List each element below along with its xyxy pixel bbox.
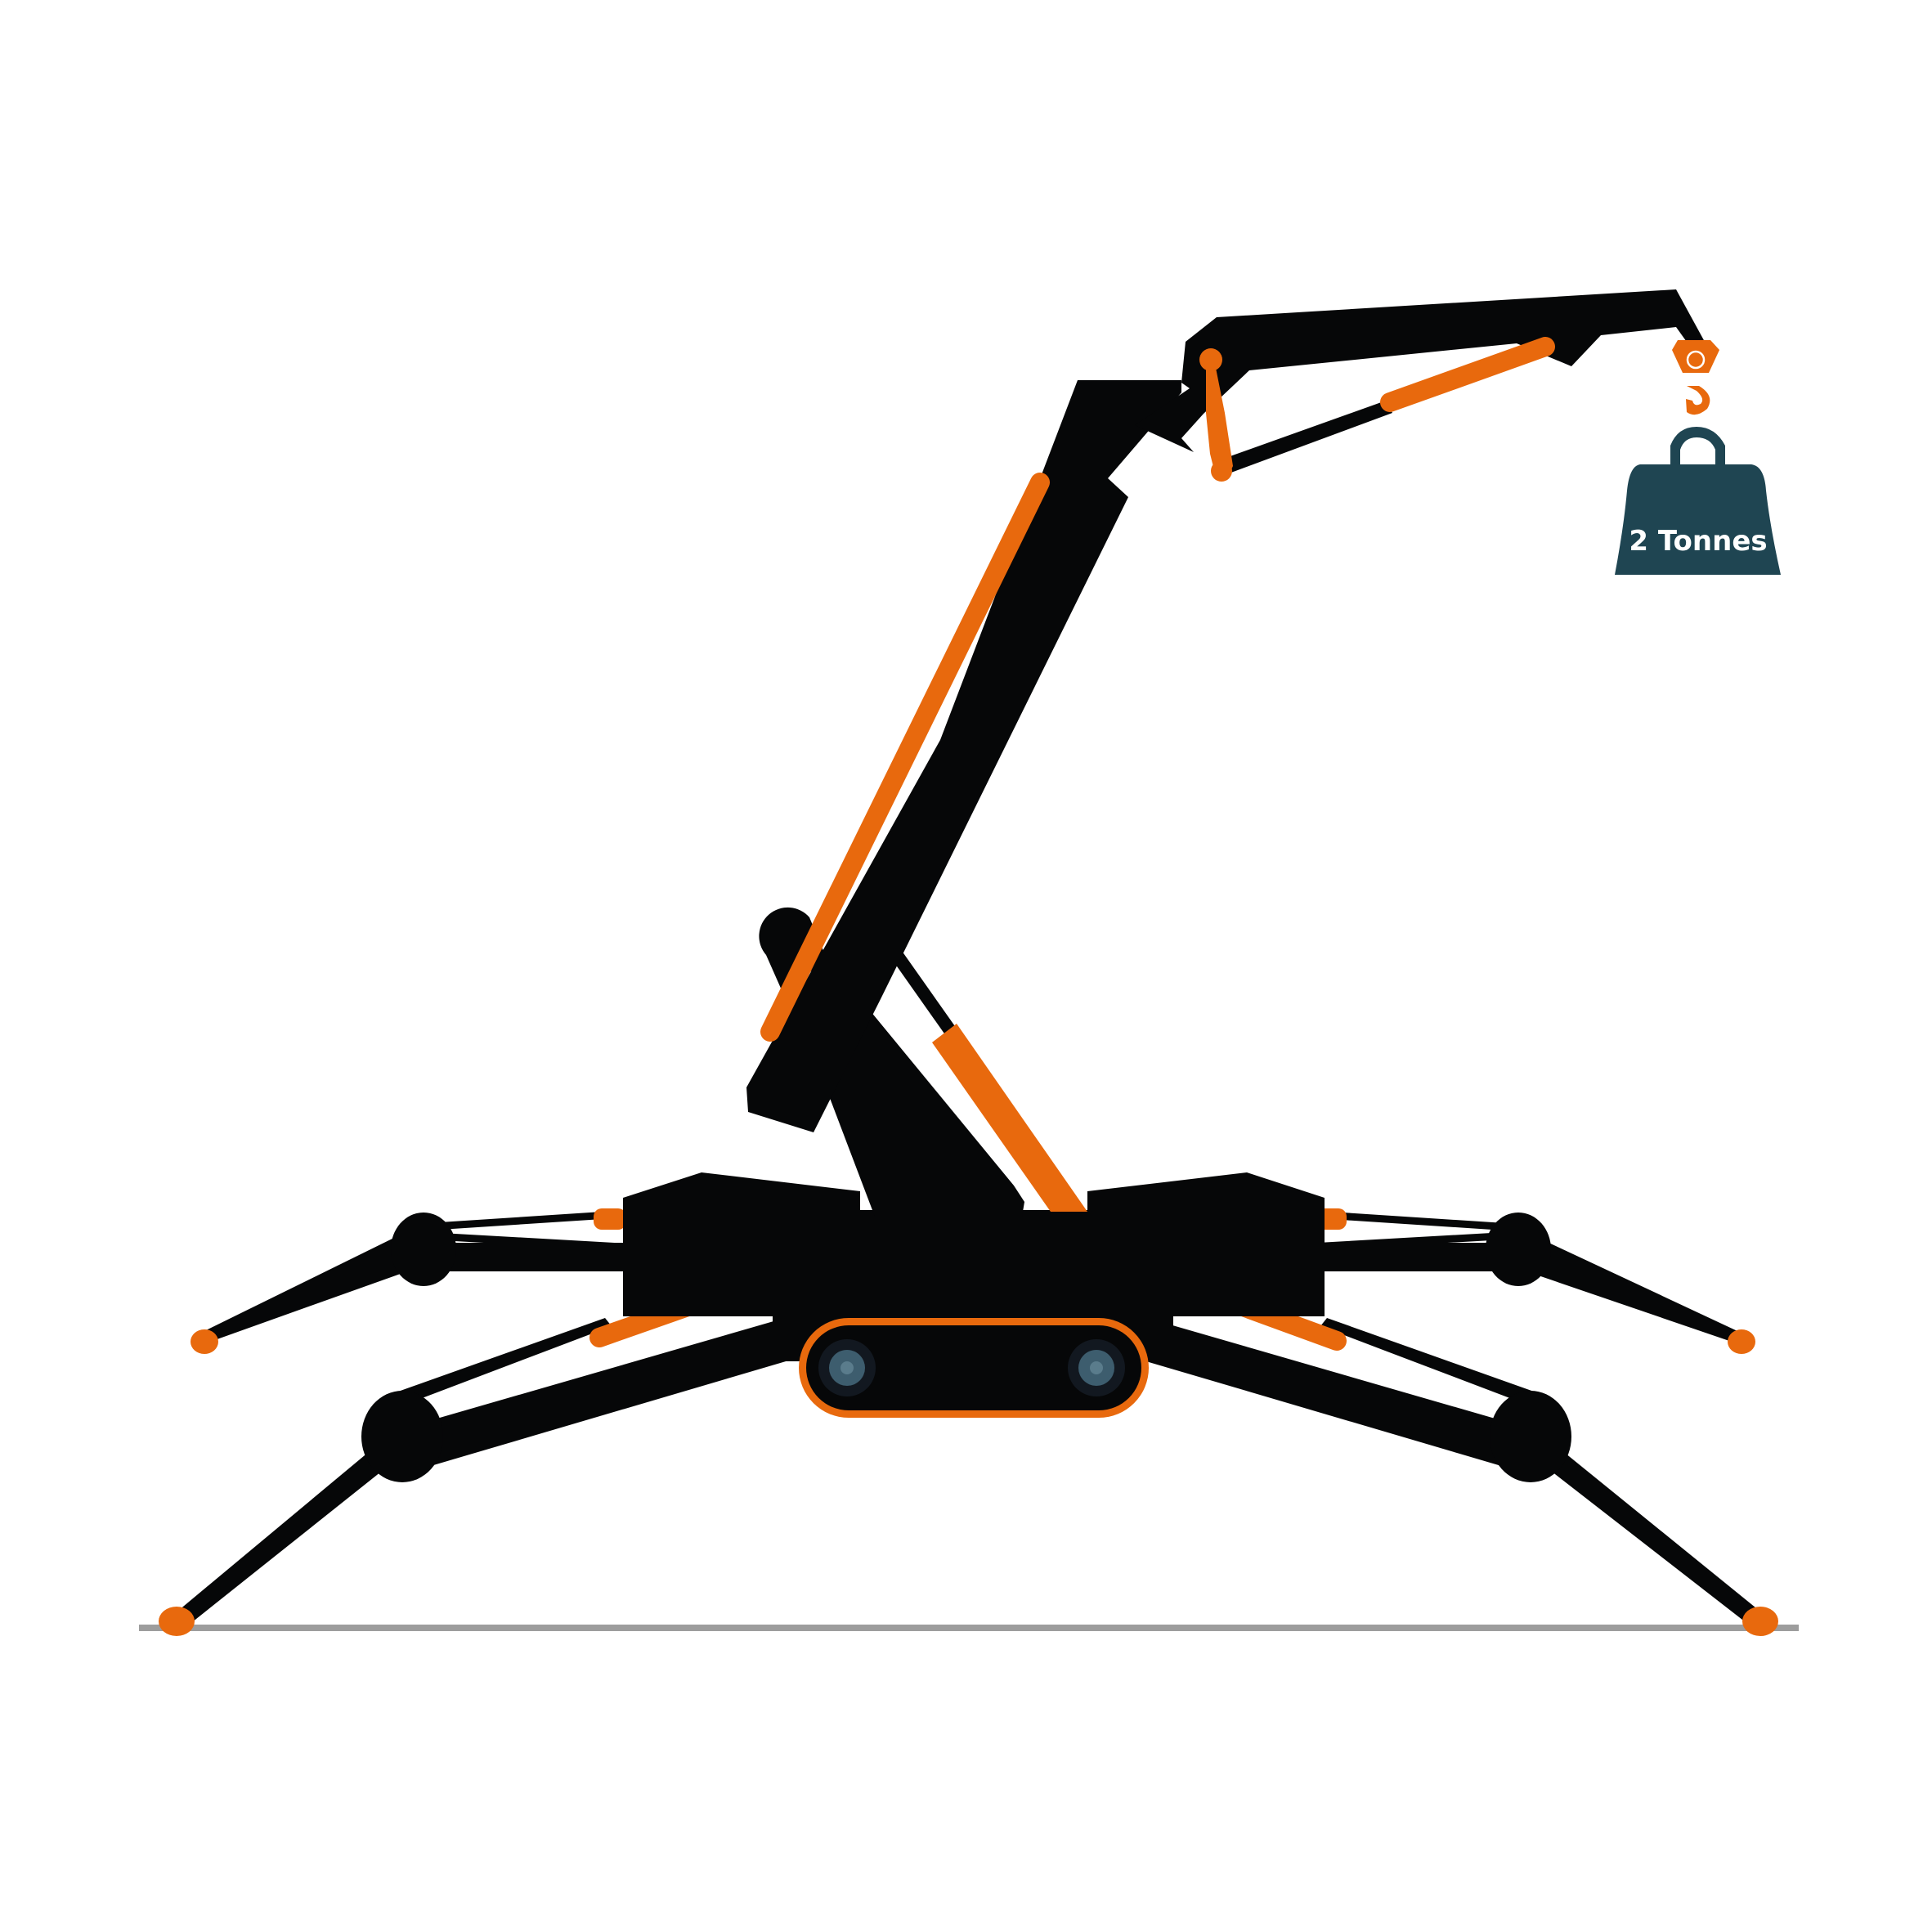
hook-assembly [1672,340,1719,415]
lower-right-outrigger-beam [1127,1318,1523,1468]
jib-cylinder [1380,337,1555,412]
lower-left-outrigger-beam [409,1318,805,1468]
left-body-block [623,1172,860,1316]
ground-line [139,1625,1799,1631]
hook-block-pin [1686,350,1706,370]
mast-support-link [891,951,957,1036]
right-outriggers [1127,1208,1778,1636]
lower-right-outrigger-tie [1320,1318,1548,1406]
mast-pivot-ear [759,907,826,997]
mast-post [826,1002,1024,1217]
upper-right-outrigger-beam [1307,1243,1503,1271]
upper-left-outrigger-joint [391,1213,456,1286]
track-wheel-left-center [840,1361,854,1374]
lower-left-outrigger-tie [384,1318,612,1406]
hook-icon [1686,386,1710,415]
jib-tie-rod [1214,401,1392,476]
lower-right-foot [1742,1607,1778,1636]
right-body-block [1087,1172,1325,1316]
jib-knuckle-link [1206,368,1233,477]
jib [1135,289,1705,482]
mast-lift-cylinder [932,1024,1087,1212]
hook-block [1672,340,1719,373]
weight-handle [1670,427,1725,466]
track-body [806,1325,1141,1410]
lower-boom [746,380,1181,1217]
lower-left-outrigger-joint [361,1391,443,1482]
crawler-track [799,1318,1149,1418]
left-outriggers [159,1208,805,1636]
main-boom [746,380,1181,1132]
upper-left-outrigger-arm [204,1230,442,1341]
lower-right-outrigger-arm [1515,1439,1764,1625]
lower-right-outrigger-joint [1490,1391,1571,1482]
weight-label: 2 Tonnes [1629,525,1767,558]
upper-left-cylinder [594,1208,626,1230]
lower-left-foot [159,1607,195,1636]
weight-body [1615,464,1781,575]
upper-right-outrigger-joint [1486,1213,1551,1286]
upper-left-outrigger-beam [429,1243,625,1271]
upper-right-foot [1728,1329,1755,1354]
load-weight: 2 Tonnes [1615,427,1781,575]
upper-left-outrigger-tie [433,1210,622,1230]
jib-knuckle-pin-bottom [1211,460,1232,482]
jib-arm [1135,289,1705,452]
upper-right-outrigger-arm [1490,1230,1737,1341]
boom-lift-cylinder [760,473,1050,1042]
upper-left-foot [191,1329,218,1354]
lower-left-outrigger-arm [173,1439,417,1625]
jib-knuckle-pin-top [1199,348,1222,371]
track-wheel-right-center [1090,1361,1103,1374]
